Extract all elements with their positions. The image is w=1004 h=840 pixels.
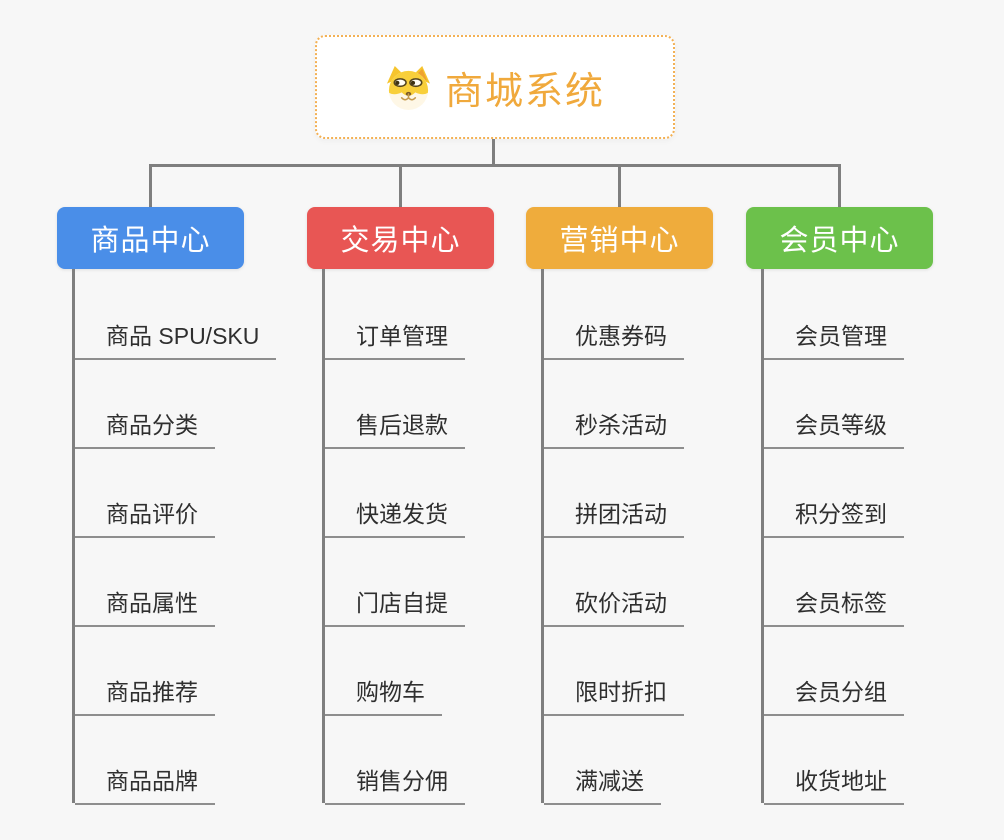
- branch-row: 快递发货: [325, 447, 567, 538]
- branch-row: 商品推荐: [75, 625, 317, 716]
- branch-item[interactable]: 会员管理: [764, 317, 904, 360]
- branch-item[interactable]: 商品 SPU/SKU: [75, 317, 277, 360]
- branch-item[interactable]: 拼团活动: [544, 495, 684, 538]
- branch-item[interactable]: 售后退款: [325, 406, 465, 449]
- branch-row: 商品分类: [75, 358, 317, 449]
- branch-item[interactable]: 收货地址: [764, 762, 904, 805]
- branch-header-member[interactable]: 会员中心: [746, 207, 933, 269]
- branch-header-product[interactable]: 商品中心: [57, 207, 244, 269]
- branch-list: 会员管理 会员等级 积分签到 会员标签 会员分组 收货地址: [761, 269, 1004, 805]
- branch-row: 门店自提: [325, 536, 567, 627]
- branch-item[interactable]: 优惠券码: [544, 317, 684, 360]
- branch-item[interactable]: 购物车: [325, 673, 442, 716]
- branch-row: 商品品牌: [75, 714, 317, 805]
- branch-header-trade[interactable]: 交易中心: [307, 207, 494, 269]
- dog-face-icon: [386, 65, 431, 110]
- branch-row: 会员分组: [764, 625, 1004, 716]
- branch-row: 积分签到: [764, 447, 1004, 538]
- branch-row: 拼团活动: [544, 447, 786, 538]
- branch-row: 收货地址: [764, 714, 1004, 805]
- branch-row: 销售分佣: [325, 714, 567, 805]
- branch-row: 会员等级: [764, 358, 1004, 449]
- branch-list: 优惠券码 秒杀活动 拼团活动 砍价活动 限时折扣 满减送: [541, 269, 786, 805]
- branch-item[interactable]: 会员标签: [764, 584, 904, 627]
- branch-item[interactable]: 秒杀活动: [544, 406, 684, 449]
- branch-member-center: 会员中心 会员管理 会员等级 积分签到 会员标签 会员分组 收货地址: [746, 207, 1004, 805]
- branch-row: 订单管理: [325, 269, 567, 360]
- branch-row: 会员标签: [764, 536, 1004, 627]
- branch-row: 优惠券码: [544, 269, 786, 360]
- branch-item[interactable]: 满减送: [544, 762, 661, 805]
- branch-item[interactable]: 积分签到: [764, 495, 904, 538]
- branch-item[interactable]: 商品品牌: [75, 762, 215, 805]
- branch-row: 商品评价: [75, 447, 317, 538]
- branch-list: 订单管理 售后退款 快递发货 门店自提 购物车 销售分佣: [322, 269, 567, 805]
- branch-drop-connector: [149, 164, 152, 208]
- branch-item[interactable]: 会员分组: [764, 673, 904, 716]
- branch-item[interactable]: 订单管理: [325, 317, 465, 360]
- branch-item[interactable]: 商品分类: [75, 406, 215, 449]
- branch-row: 秒杀活动: [544, 358, 786, 449]
- branch-item[interactable]: 销售分佣: [325, 762, 465, 805]
- branch-row: 商品 SPU/SKU: [75, 269, 317, 360]
- root-node[interactable]: 商城系统: [315, 35, 675, 139]
- root-title: 商城系统: [444, 70, 605, 113]
- branch-row: 会员管理: [764, 269, 1004, 360]
- branch-item[interactable]: 会员等级: [764, 406, 904, 449]
- branch-item[interactable]: 商品评价: [75, 495, 215, 538]
- branch-product-center: 商品中心 商品 SPU/SKU 商品分类 商品评价 商品属性 商品推荐 商品品牌: [57, 207, 317, 805]
- branch-row: 满减送: [544, 714, 786, 805]
- branch-drop-connector: [618, 164, 621, 208]
- branch-item[interactable]: 限时折扣: [544, 673, 684, 716]
- branch-item[interactable]: 商品推荐: [75, 673, 215, 716]
- branch-list: 商品 SPU/SKU 商品分类 商品评价 商品属性 商品推荐 商品品牌: [72, 269, 317, 805]
- branch-drop-connector: [399, 164, 402, 208]
- root-stem-connector: [492, 139, 495, 166]
- branch-trade-center: 交易中心 订单管理 售后退款 快递发货 门店自提 购物车 销售分佣: [307, 207, 567, 805]
- branch-marketing-center: 营销中心 优惠券码 秒杀活动 拼团活动 砍价活动 限时折扣 满减送: [526, 207, 786, 805]
- branch-row: 限时折扣: [544, 625, 786, 716]
- branch-item[interactable]: 商品属性: [75, 584, 215, 627]
- branch-item[interactable]: 快递发货: [325, 495, 465, 538]
- branch-row: 售后退款: [325, 358, 567, 449]
- branch-drop-connector: [838, 164, 841, 208]
- branch-item[interactable]: 砍价活动: [544, 584, 684, 627]
- branch-row: 砍价活动: [544, 536, 786, 627]
- branch-row: 商品属性: [75, 536, 317, 627]
- branch-header-marketing[interactable]: 营销中心: [526, 207, 713, 269]
- branch-bus-connector: [149, 164, 841, 167]
- branch-item[interactable]: 门店自提: [325, 584, 465, 627]
- branch-row: 购物车: [325, 625, 567, 716]
